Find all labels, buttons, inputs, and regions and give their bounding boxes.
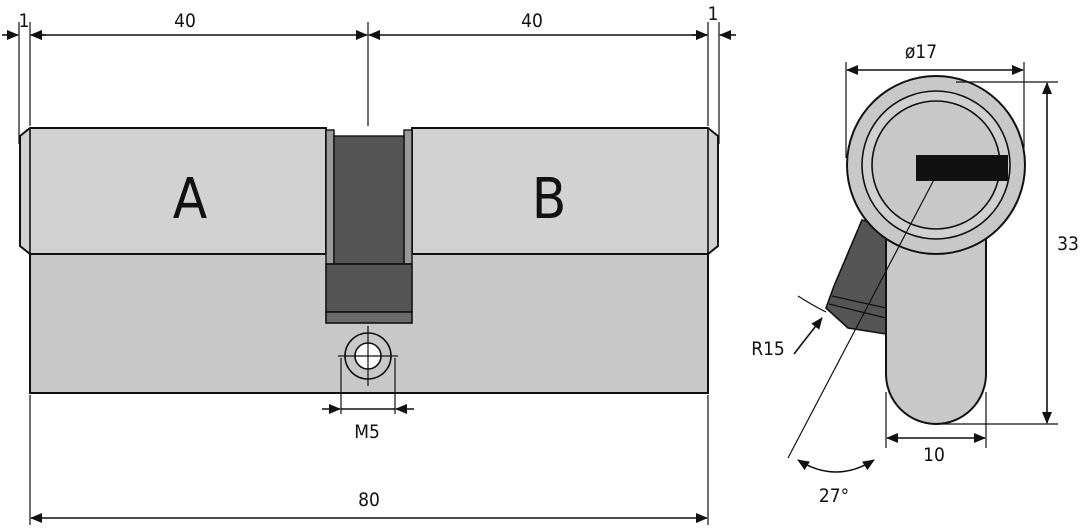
- side-a-label: A: [173, 167, 208, 232]
- cylinder-stem: [885, 225, 987, 425]
- side-view: ø17 33 10 R15 27°: [751, 41, 1079, 507]
- keyway-slot: [916, 155, 1008, 181]
- dim-screw-thread: M5: [322, 404, 414, 443]
- dim-side-a-length: 40: [30, 10, 368, 40]
- dim-angle: 27°: [797, 459, 875, 507]
- dim-right-collar: 1: [692, 3, 736, 40]
- cam-lever: [825, 219, 887, 335]
- svg-text:80: 80: [358, 489, 380, 511]
- svg-text:M5: M5: [354, 421, 380, 443]
- fixing-screw-hole: [338, 326, 398, 386]
- svg-text:ø17: ø17: [905, 41, 937, 63]
- dim-left-collar: 1: [2, 10, 46, 40]
- svg-text:40: 40: [521, 10, 543, 32]
- cam-slot-left-wall: [325, 129, 335, 265]
- dim-radius: R15: [751, 295, 827, 360]
- svg-text:1: 1: [708, 3, 719, 25]
- dim-body-width: 10: [886, 433, 986, 466]
- svg-text:33: 33: [1057, 233, 1079, 255]
- svg-text:1: 1: [19, 10, 30, 32]
- cam-base: [325, 263, 413, 313]
- front-view: A B 1 40 40 1: [2, 3, 736, 525]
- svg-text:10: 10: [923, 444, 945, 466]
- cam: [333, 135, 405, 265]
- svg-text:40: 40: [174, 10, 196, 32]
- cam-base-strip: [325, 311, 413, 324]
- cam-slot-right-wall: [403, 129, 413, 265]
- dim-side-b-length: 40: [368, 10, 708, 40]
- side-b-label: B: [532, 167, 567, 232]
- svg-text:R15: R15: [751, 338, 785, 360]
- dim-total-length: 80: [30, 489, 708, 523]
- dim-diameter: ø17: [846, 41, 1024, 75]
- dim-height: 33: [1042, 82, 1079, 424]
- angle-reference-line: [787, 171, 939, 459]
- svg-text:27°: 27°: [819, 485, 849, 507]
